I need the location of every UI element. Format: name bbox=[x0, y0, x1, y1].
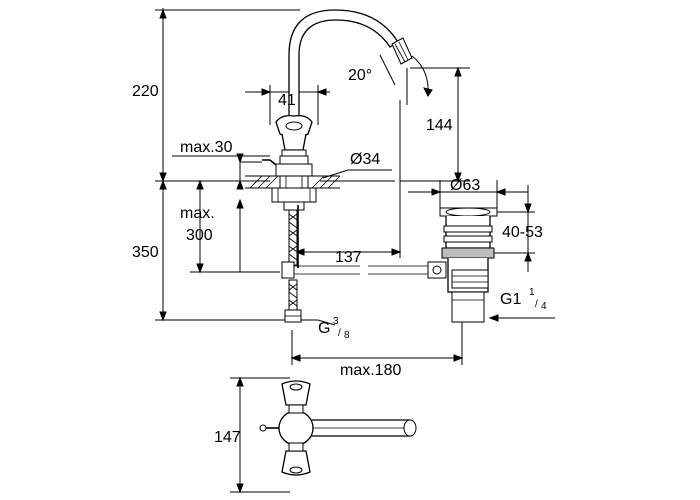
dim-spout-height: 144 bbox=[426, 117, 453, 134]
faucet-plan-view bbox=[259, 380, 417, 476]
dim-max-below-value: 300 bbox=[186, 227, 213, 244]
svg-text:3: 3 bbox=[333, 316, 339, 327]
dim-hole-diameter: Ø34 bbox=[350, 151, 380, 168]
svg-text:4: 4 bbox=[541, 301, 547, 312]
svg-text:/: / bbox=[535, 299, 538, 310]
faucet-elevation bbox=[245, 9, 428, 323]
svg-text:G: G bbox=[318, 320, 330, 337]
svg-text:/: / bbox=[338, 328, 341, 339]
svg-text:1: 1 bbox=[529, 287, 535, 298]
dim-max-deck: max.30 bbox=[180, 139, 233, 156]
dim-connection-thread: G 3 / 8 bbox=[318, 316, 350, 341]
dim-waste-range: 40-53 bbox=[502, 224, 543, 241]
dim-plan-depth: 147 bbox=[214, 429, 241, 446]
dim-waste-thread: G1 1 / 4 bbox=[500, 287, 547, 312]
dim-handle-width: 41 bbox=[278, 92, 296, 109]
svg-text:8: 8 bbox=[344, 330, 350, 341]
dim-spout-reach: 137 bbox=[335, 249, 362, 266]
spout bbox=[288, 9, 399, 121]
dim-waste-diameter: Ø63 bbox=[450, 177, 480, 194]
dim-overall-top: 220 bbox=[132, 83, 159, 100]
dim-overall-bottom: 350 bbox=[132, 244, 159, 261]
svg-text:G1: G1 bbox=[500, 291, 521, 308]
dimension-labels: 220 350 41 20° 144 max.30 Ø34 Ø63 40-53 … bbox=[132, 67, 547, 446]
dim-spout-angle: 20° bbox=[348, 67, 372, 84]
hose-braid bbox=[288, 213, 298, 261]
plan-handle-bottom bbox=[281, 450, 311, 476]
dimension-lines bbox=[155, 8, 555, 494]
aerator bbox=[391, 37, 413, 65]
dim-max-horizontal: max.180 bbox=[340, 362, 401, 379]
plan-handle-top bbox=[281, 380, 311, 406]
pop-up-waste bbox=[427, 207, 498, 323]
deck-hatching bbox=[249, 175, 341, 189]
dim-max-below-label: max. bbox=[180, 205, 215, 222]
